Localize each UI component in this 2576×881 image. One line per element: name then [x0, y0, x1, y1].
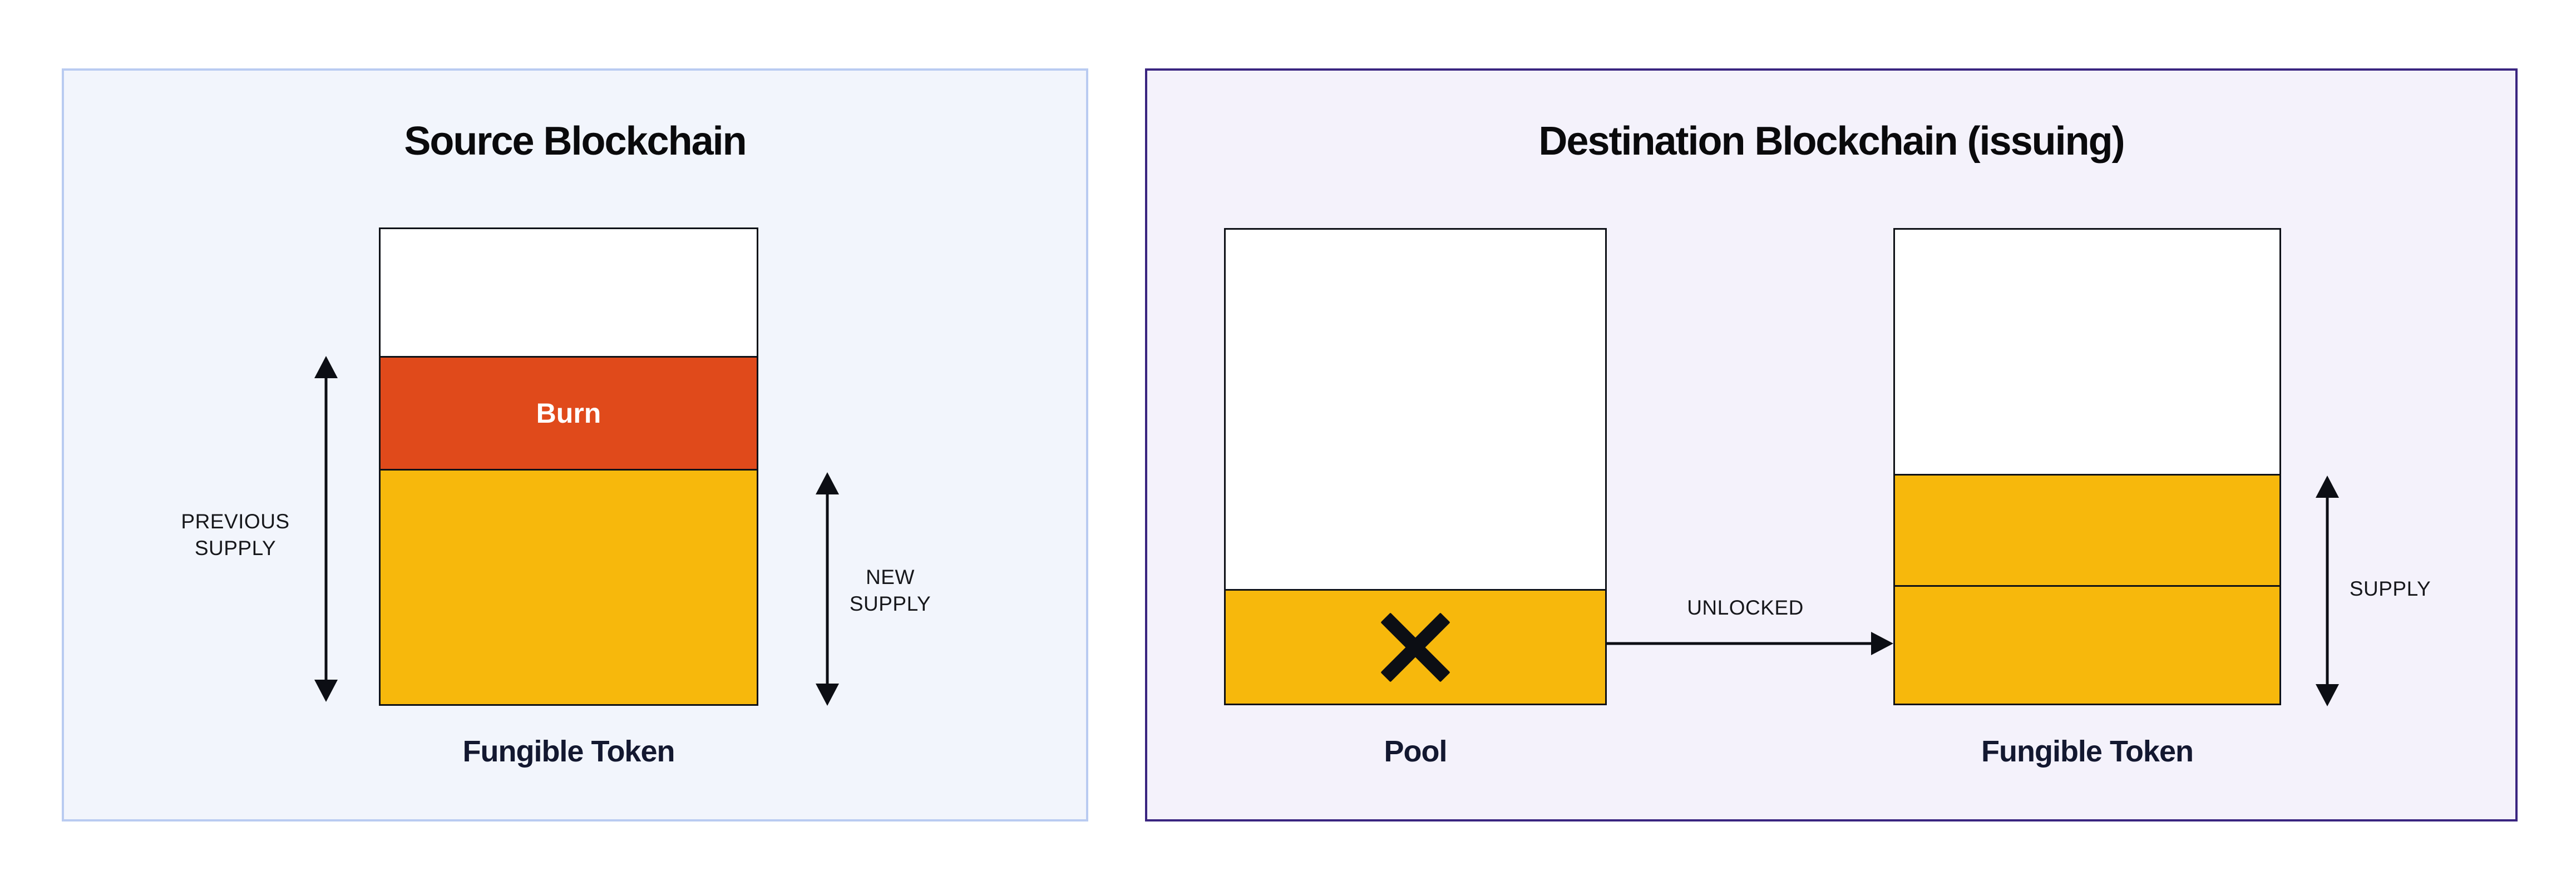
new-supply-label: NEW SUPPLY [779, 564, 1001, 617]
destination-token-bar [1893, 228, 2281, 705]
source-bar-caption: Fungible Token [462, 735, 675, 768]
label-line: PREVIOUS [181, 510, 290, 533]
label-line: SUPPLY [194, 537, 277, 560]
source-bar-burn-segment: Burn [381, 358, 757, 471]
destination-bar-supply-lower-segment [1895, 587, 2279, 704]
unlocked-label: UNLOCKED [1687, 596, 1804, 619]
destination-bar-empty-segment [1895, 230, 2279, 476]
arrow-line [2326, 487, 2329, 695]
pool-bar [1224, 228, 1607, 705]
supply-arrow-icon [2315, 476, 2340, 706]
source-token-bar: Burn [379, 227, 758, 706]
new-supply-arrow-icon [815, 472, 840, 706]
arrow-right-head [1871, 632, 1893, 655]
burn-label: Burn [536, 398, 601, 429]
arrow-line [826, 483, 829, 695]
destination-bar-supply-upper-segment [1895, 476, 2279, 587]
source-blockchain-panel: Source Blockchain Burn PREVIOUS SUPPLY N… [62, 68, 1088, 821]
previous-supply-label: PREVIOUS SUPPLY [124, 508, 347, 562]
pool-bar-locked-segment [1226, 591, 1605, 704]
arrow-down-head [2316, 684, 2339, 706]
unlocked-flow-arrow-icon [1607, 632, 1893, 655]
source-bar-empty-segment [381, 229, 757, 358]
previous-supply-arrow-icon [314, 356, 338, 702]
cross-out-x-icon [1380, 612, 1450, 682]
source-bar-supply-segment [381, 471, 757, 704]
pool-bar-empty-segment [1226, 230, 1605, 591]
source-panel-title: Source Blockchain [404, 119, 747, 164]
arrow-down-head [816, 684, 839, 706]
arrow-line [324, 367, 328, 691]
supply-label: SUPPLY [2349, 577, 2431, 600]
destination-bar-caption: Fungible Token [1981, 735, 2194, 768]
destination-blockchain-panel: Destination Blockchain (issuing) UNLOCKE… [1145, 68, 2518, 821]
destination-panel-title: Destination Blockchain (issuing) [1538, 119, 2125, 164]
arrow-line [1607, 642, 1878, 645]
label-line: SUPPLY [849, 592, 931, 615]
label-line: NEW [866, 566, 915, 588]
arrow-down-head [314, 680, 338, 702]
pool-caption: Pool [1384, 735, 1448, 768]
